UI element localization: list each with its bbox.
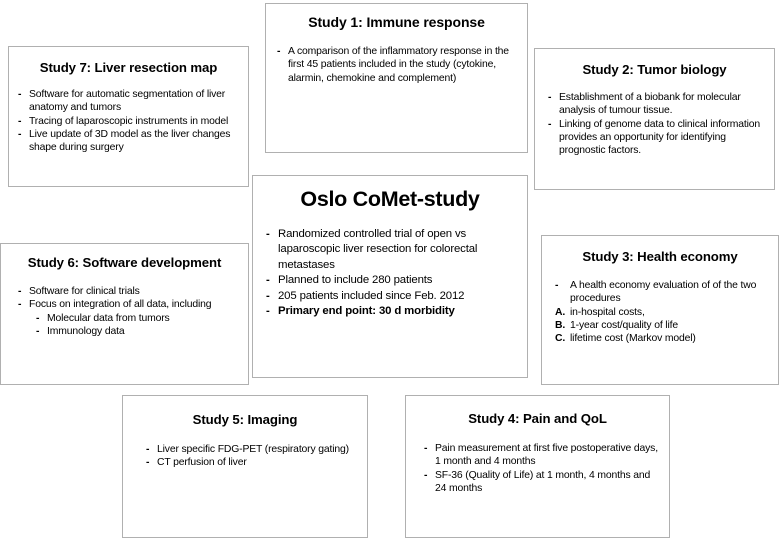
study-box-study6: Study 6: Software development -Software … bbox=[0, 243, 249, 385]
bullet-marker: - bbox=[18, 89, 22, 101]
sub-bullet-item: -Molecular data from tumors bbox=[18, 312, 241, 325]
bullet-text: Immunology data bbox=[47, 326, 125, 338]
bullet-text: Primary end point: 30 d morbidity bbox=[278, 305, 455, 318]
study-box-study2: Study 2: Tumor biology -Establishment of… bbox=[534, 48, 775, 190]
study-box-title: Study 2: Tumor biology bbox=[582, 62, 727, 77]
bullet-item: -A comparison of the inflammatory respon… bbox=[277, 45, 515, 85]
bullet-item: -205 patients included since Feb. 2012 bbox=[266, 289, 517, 305]
bullet-marker: C. bbox=[555, 333, 566, 345]
bullet-marker: - bbox=[36, 312, 40, 324]
study-box-title: Study 1: Immune response bbox=[308, 14, 485, 30]
bullet-item: -CT perfusion of liver bbox=[146, 456, 357, 469]
bullet-item: -A health economy evaluation of of the t… bbox=[555, 279, 772, 306]
bullet-text: A health economy evaluation of of the tw… bbox=[570, 280, 757, 305]
study-box-bullets: -Establishment of a biobank for molecula… bbox=[535, 91, 774, 158]
bullet-marker: - bbox=[555, 280, 559, 292]
bullet-marker: - bbox=[548, 118, 552, 130]
bullet-marker: B. bbox=[555, 320, 566, 332]
bullet-marker: A. bbox=[555, 306, 566, 318]
bullet-text: Randomized controlled trial of open vs l… bbox=[278, 227, 478, 271]
bullet-item: -Liver specific FDG-PET (respiratory gat… bbox=[146, 443, 357, 456]
study-box-bullets: -Software for clinical trials-Focus on i… bbox=[1, 285, 248, 338]
bullet-item: C. lifetime cost (Markov model) bbox=[555, 332, 772, 345]
central-study-bullets: -Randomized controlled trial of open vs … bbox=[253, 227, 527, 320]
sub-bullet-item: -Immunology data bbox=[18, 325, 241, 338]
bullet-item: A. in-hospital costs, bbox=[555, 306, 772, 319]
bullet-item: -SF-36 (Quality of Life) at 1 month, 4 m… bbox=[424, 469, 659, 496]
study-box-bullets: -Pain measurement at first five postoper… bbox=[406, 442, 669, 495]
bullet-item: -Primary end point: 30 d morbidity bbox=[266, 304, 517, 320]
study-box-study7: Study 7: Liver resection map -Software f… bbox=[8, 46, 249, 187]
bullet-marker: - bbox=[266, 305, 270, 318]
study-box-study4: Study 4: Pain and QoL -Pain measurement … bbox=[405, 395, 670, 538]
bullet-marker: - bbox=[18, 286, 22, 298]
bullet-text: Focus on integration of all data, includ… bbox=[29, 299, 212, 311]
bullet-marker: - bbox=[277, 46, 281, 58]
bullet-item: -Focus on integration of all data, inclu… bbox=[18, 298, 241, 311]
study-box-study5: Study 5: Imaging -Liver specific FDG-PET… bbox=[122, 395, 368, 538]
study-box-title: Study 5: Imaging bbox=[192, 412, 298, 427]
study-box-bullets: -Software for automatic segmentation of … bbox=[9, 88, 248, 155]
bullet-marker: - bbox=[266, 289, 270, 302]
study-box-study3: Study 3: Health economy -A health econom… bbox=[541, 235, 779, 385]
bullet-marker: - bbox=[18, 129, 22, 141]
bullet-text: Software for clinical trials bbox=[29, 286, 140, 298]
bullet-marker: - bbox=[548, 92, 552, 104]
bullet-marker: - bbox=[146, 457, 150, 469]
central-study-title: Oslo CoMet-study bbox=[300, 187, 480, 211]
bullet-marker: - bbox=[266, 227, 270, 240]
bullet-item: -Planned to include 280 patients bbox=[266, 273, 517, 289]
bullet-text: 205 patients included since Feb. 2012 bbox=[278, 289, 465, 302]
bullet-text: Molecular data from tumors bbox=[47, 312, 170, 324]
bullet-marker: - bbox=[424, 443, 428, 455]
bullet-marker: - bbox=[146, 444, 150, 456]
bullet-item: -Pain measurement at first five postoper… bbox=[424, 442, 659, 469]
bullet-text: CT perfusion of liver bbox=[157, 457, 247, 469]
bullet-text: in-hospital costs, bbox=[570, 306, 645, 318]
bullet-marker: - bbox=[36, 326, 40, 338]
bullet-text: Tracing of laparoscopic instruments in m… bbox=[29, 115, 229, 127]
bullet-text: Establishment of a biobank for molecular… bbox=[559, 92, 741, 117]
study-box-title: Study 4: Pain and QoL bbox=[468, 411, 607, 426]
study-box-bullets: -Liver specific FDG-PET (respiratory gat… bbox=[123, 443, 367, 470]
bullet-text: A comparison of the inflammatory respons… bbox=[288, 46, 509, 84]
study-box-bullets: -A health economy evaluation of of the t… bbox=[542, 279, 778, 346]
bullet-item: -Establishment of a biobank for molecula… bbox=[548, 91, 766, 118]
bullet-item: -Linking of genome data to clinical info… bbox=[548, 118, 766, 158]
study-box-title: Study 3: Health economy bbox=[582, 249, 738, 264]
bullet-item: -Software for automatic segmentation of … bbox=[18, 88, 241, 115]
bullet-text: Live update of 3D model as the liver cha… bbox=[29, 129, 231, 154]
bullet-text: SF-36 (Quality of Life) at 1 month, 4 mo… bbox=[435, 469, 651, 495]
study-box-study1: Study 1: Immune response -A comparison o… bbox=[265, 3, 528, 153]
bullet-marker: - bbox=[266, 274, 270, 287]
bullet-text: Liver specific FDG-PET (respiratory gati… bbox=[157, 444, 349, 456]
bullet-marker: - bbox=[18, 115, 22, 127]
study-box-title: Study 7: Liver resection map bbox=[39, 60, 218, 75]
bullet-text: Linking of genome data to clinical infor… bbox=[559, 118, 761, 157]
bullet-text: lifetime cost (Markov model) bbox=[570, 333, 696, 345]
bullet-text: Planned to include 280 patients bbox=[278, 274, 433, 287]
bullet-item: -Software for clinical trials bbox=[18, 285, 241, 298]
bullet-item: -Randomized controlled trial of open vs … bbox=[266, 227, 517, 274]
central-study-box: Oslo CoMet-study -Randomized controlled … bbox=[252, 175, 528, 378]
study-box-bullets: -A comparison of the inflammatory respon… bbox=[266, 45, 527, 85]
bullet-marker: - bbox=[424, 469, 428, 481]
bullet-text: Software for automatic segmentation of l… bbox=[29, 89, 226, 114]
bullet-marker: - bbox=[18, 299, 22, 311]
study-box-title: Study 6: Software development bbox=[27, 255, 222, 270]
bullet-item: -Live update of 3D model as the liver ch… bbox=[18, 128, 241, 155]
bullet-item: B. 1-year cost/quality of life bbox=[555, 319, 772, 332]
bullet-text: Pain measurement at first five postopera… bbox=[435, 443, 658, 468]
bullet-text: 1-year cost/quality of life bbox=[570, 320, 678, 332]
bullet-item: -Tracing of laparoscopic instruments in … bbox=[18, 115, 241, 128]
